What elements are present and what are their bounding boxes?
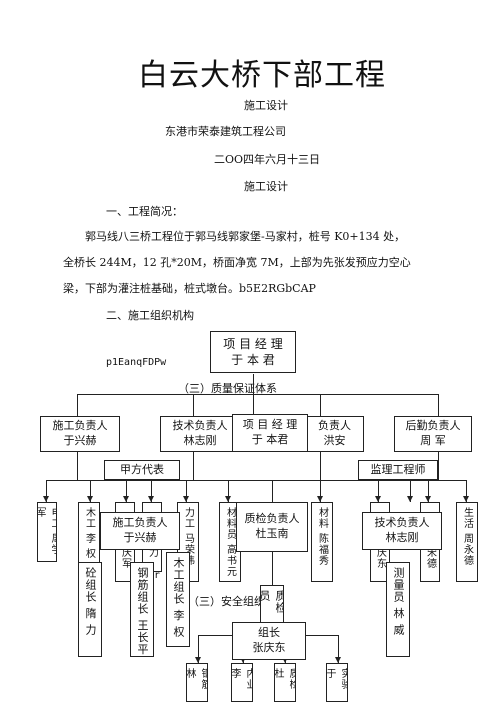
connector-line (338, 635, 339, 663)
paragraph-line-1: 郭马线八三桥工程位于郭马线郭家堡-马家村，桩号 K0+134 处， (85, 230, 406, 243)
company-name: 东港市荣泰建筑工程公司 (165, 125, 286, 138)
safety-member-box: 钢筋 林 (186, 663, 208, 702)
connector-line (77, 394, 78, 416)
connector-line (378, 480, 379, 502)
connector-line (438, 394, 439, 416)
connector-line (46, 480, 466, 481)
connector-line (320, 451, 321, 480)
paragraph-line-2: 全桥长 244M，12 孔*20M，桥面净宽 7M，上部为先张发预应力空心 (63, 256, 411, 269)
arrow-icon (407, 496, 413, 502)
supervising-engineer-box: 监理工程师 (358, 460, 438, 480)
project-manager-box: 项 目 经 理 于 本 君 (210, 331, 296, 373)
connector-line (198, 635, 199, 663)
logistics-staff-box: 生活 周永德 (456, 502, 478, 582)
arrow-icon (87, 496, 93, 502)
connector-line (186, 480, 187, 502)
safety-member-box: 质检 杜 (274, 663, 296, 702)
fragment-r: r (154, 570, 161, 581)
document-date: 二OO四年六月十三日 (214, 153, 321, 166)
connector-line (193, 394, 194, 416)
connector-line (77, 451, 78, 480)
arrow-icon (282, 657, 288, 663)
concrete-team-box: 砼组长 隋 力 (78, 562, 102, 657)
technical-lead-box-2: 技术负责人 林志刚 (362, 512, 442, 550)
arrow-icon (148, 496, 154, 502)
arrow-icon (43, 496, 49, 502)
arrow-icon (335, 657, 341, 663)
connector-line (428, 480, 429, 502)
safety-member-box: 内业 李 (231, 663, 253, 702)
arrow-icon (317, 496, 323, 502)
construction-lead-box: 施工负责人 于兴赫 (40, 416, 120, 452)
document-subtitle-2: 施工设计 (244, 180, 288, 193)
client-representative-box: 甲方代表 (104, 460, 180, 480)
connector-line (320, 480, 321, 502)
connector-line (77, 394, 439, 395)
connector-line (438, 451, 439, 480)
arrow-icon (123, 496, 129, 502)
connector-line (151, 480, 152, 502)
logistics-lead-box: 后勤负责人 周 军 (394, 416, 472, 452)
technical-lead-box: 技术负责人 林志刚 (160, 416, 240, 452)
group-leader-box: 组长 张庆东 (232, 622, 306, 660)
qc-lead-box: 质检负责人 杜玉南 (236, 502, 308, 552)
qc-officer-box: 质检员 (260, 585, 284, 625)
arrow-icon (195, 657, 201, 663)
connector-line (410, 480, 411, 502)
paragraph-line-3: 梁，下部为灌注桩基础，桩式墩台。b5E2RGbCAP (63, 282, 316, 295)
materials-box: 材料 陈福秀 (311, 502, 333, 582)
section-heading-1: 一、工程简况： (106, 205, 183, 218)
document-subtitle: 施工设计 (244, 99, 288, 112)
connector-line (320, 394, 321, 416)
construction-lead-box-2: 施工负责人 于兴赫 (100, 512, 180, 550)
project-manager-mid-box: 项 目 经 理 于 本君 (232, 414, 308, 452)
connector-line (46, 480, 47, 502)
connector-line (90, 480, 91, 502)
rebar-team-box: 钢筋组长 王长平 (130, 562, 154, 657)
connector-line (466, 480, 467, 502)
arrow-icon (375, 496, 381, 502)
arrow-icon (425, 496, 431, 502)
section-heading-2: 二、施工组织机构 (106, 309, 194, 322)
arrow-icon (225, 496, 231, 502)
connector-line (193, 451, 194, 480)
electrician-box: 电工 周学军 (37, 502, 57, 562)
carpentry-team-box: 木工组长 李 权 (166, 552, 190, 647)
connector-line (126, 480, 127, 502)
safety-member-box: 实验 于 (326, 663, 348, 702)
carpenter-box: 木工 李 权 (78, 502, 100, 572)
arrow-icon (183, 496, 189, 502)
subsection-safety: （三）安全组织 (188, 595, 265, 608)
connector-line (272, 480, 273, 502)
survey-box: 测量员 林 威 (386, 562, 410, 657)
document-title: 白云大桥下部工程 (138, 58, 386, 93)
connector-line (228, 480, 229, 502)
doc-code: p1EanqFDPw (106, 357, 167, 368)
arrow-icon (463, 496, 469, 502)
subsection-quality: （三）质量保证体系 (178, 382, 277, 395)
arrow-icon (240, 657, 246, 663)
